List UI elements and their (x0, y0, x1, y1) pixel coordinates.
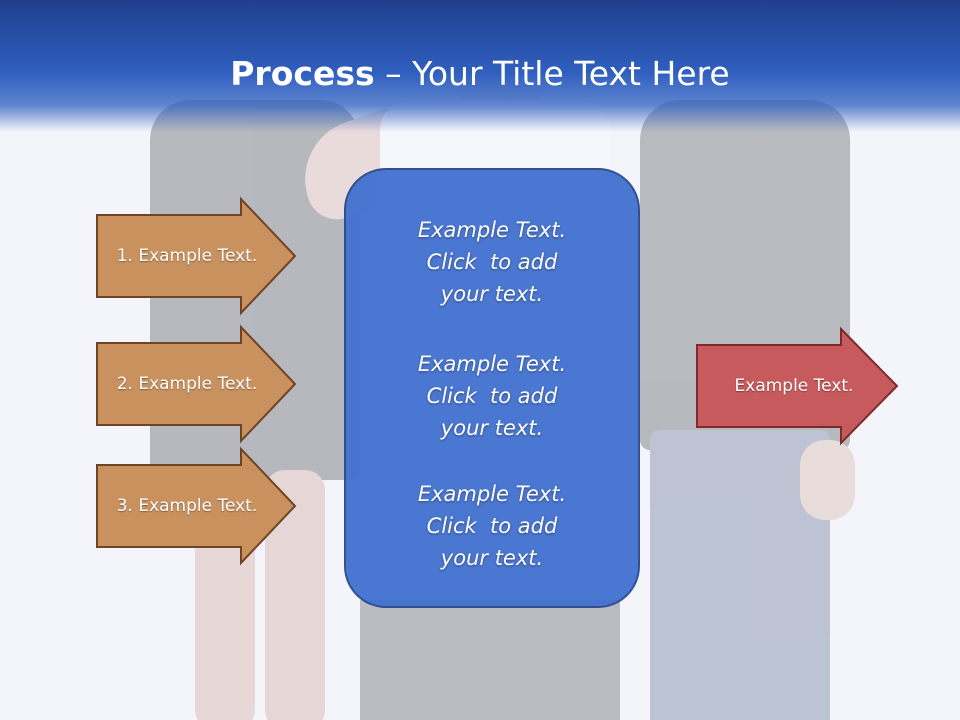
center-text-line: Click to add (426, 514, 558, 538)
center-text-line: Example Text. (417, 352, 567, 376)
process-step-arrow-3[interactable]: 3. Example Text. (96, 446, 297, 566)
process-step-arrow-1[interactable]: 1. Example Text. (96, 196, 297, 316)
center-text-line: Click to add (426, 250, 558, 274)
process-step-label: 3. Example Text. (116, 496, 258, 516)
person-middle-lower-shape (360, 600, 620, 720)
result-arrow[interactable]: Example Text. (696, 326, 899, 446)
slide-title[interactable]: Process – Your Title Text Here (0, 52, 960, 96)
center-text-box[interactable]: Example Text. Click to add your text. Ex… (344, 168, 640, 608)
center-text-line: your text. (440, 546, 544, 570)
result-label: Example Text. (734, 376, 854, 396)
center-text-line: Click to add (426, 384, 558, 408)
right-arrow-icon (696, 326, 899, 446)
center-text-line: Example Text. (417, 482, 567, 506)
center-text-line: your text. (440, 282, 544, 306)
center-text-item-2[interactable]: Example Text. Click to add your text. (346, 348, 638, 444)
center-text-item-3[interactable]: Example Text. Click to add your text. (346, 478, 638, 574)
title-bar (0, 0, 960, 132)
process-step-label: 2. Example Text. (116, 374, 258, 394)
process-step-arrow-2[interactable]: 2. Example Text. (96, 324, 297, 444)
process-step-label: 1. Example Text. (116, 246, 258, 266)
right-arrow-icon (96, 324, 297, 444)
center-text-line: Example Text. (417, 218, 567, 242)
right-arrow-icon (96, 446, 297, 566)
center-text-item-1[interactable]: Example Text. Click to add your text. (346, 214, 638, 310)
center-text-line: your text. (440, 416, 544, 440)
right-arrow-icon (96, 196, 297, 316)
person-right-hand-shape (800, 440, 855, 520)
slide-title-rest: – Your Title Text Here (374, 54, 730, 93)
slide-title-bold: Process (230, 54, 375, 93)
person-right-legs-shape (650, 430, 830, 720)
